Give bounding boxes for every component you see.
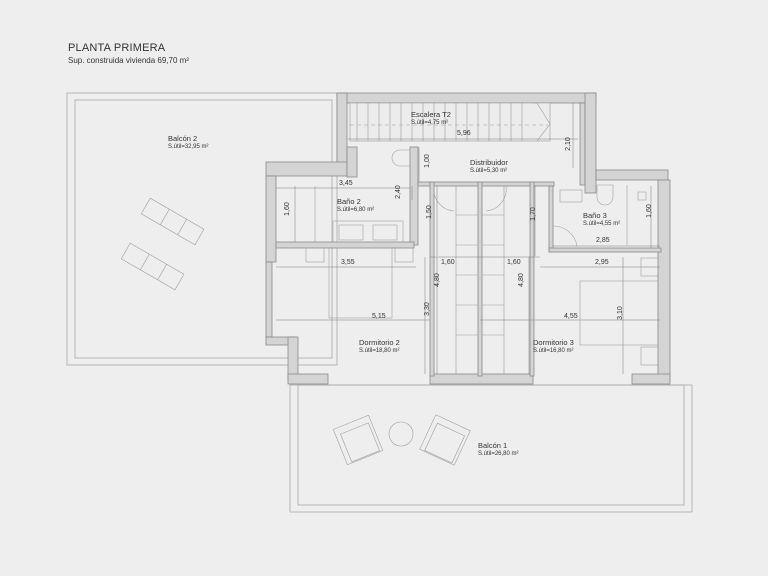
- dimension-lines: [276, 103, 660, 374]
- dim-dorm3-width-top: 2,95: [595, 259, 609, 266]
- dim-corridor-left-height: 1,50: [425, 205, 433, 219]
- armchair-1: [332, 414, 384, 466]
- room-label-bano-2: Baño 2 S.útil=6,80 m²: [337, 197, 375, 213]
- dim-corridor-left-width: 1,60: [441, 259, 455, 266]
- furniture: [120, 149, 659, 466]
- armchair-2: [419, 414, 471, 466]
- plan-subtitle: Sup. construida vivienda 69,70 m²: [68, 56, 189, 65]
- bed-dormitorio-2: [328, 247, 393, 319]
- toilet-2: [596, 184, 614, 206]
- room-label-balcon-1: Balcón 1 S.útil=26,80 m²: [478, 441, 519, 457]
- dim-bano2-width: 3,45: [339, 180, 353, 187]
- room-label-dormitorio-3: Dormitorio 3 S.útil=16,80 m²: [533, 338, 574, 354]
- toilet-1: [391, 149, 411, 167]
- dim-corridor-right-height: 1,70: [529, 207, 537, 221]
- room-label-escalera-t2: Escalera T2 S.útil=4,75 m²: [411, 110, 451, 126]
- dim-distribuidor-height: 1,00: [423, 154, 431, 168]
- dim-dorm2-width-top: 3,55: [341, 259, 355, 266]
- dim-bano2-height: 1,60: [283, 202, 291, 216]
- balcon-2-outline: [66, 92, 338, 366]
- room-label-balcon-2: Balcón 2 S.útil=32,95 m²: [168, 134, 209, 150]
- bano-2-vanity: [332, 220, 404, 243]
- walls: [265, 92, 671, 385]
- dim-dorm3-width-full: 4,55: [564, 313, 578, 320]
- sun-lounger-1: [140, 197, 205, 246]
- dim-corridor-right-width: 1,60: [507, 259, 521, 266]
- dim-dorm3-depth: 3,10: [616, 306, 624, 320]
- sun-lounger-2: [120, 242, 185, 291]
- dim-bano3-width: 2,85: [596, 237, 610, 244]
- plan-title-block: PLANTA PRIMERA Sup. construida vivienda …: [68, 42, 189, 66]
- room-label-bano-3: Baño 3 S.útil=4,55 m²: [583, 211, 621, 227]
- dim-bano3-height: 1,60: [645, 204, 653, 218]
- side-table: [388, 421, 414, 447]
- room-label-distribuidor: Distribuidor S.útil=5,30 m²: [470, 158, 508, 174]
- dim-bano2-door: 2,40: [394, 185, 402, 199]
- plan-title: PLANTA PRIMERA: [68, 42, 166, 54]
- dim-escalera-height: 2,10: [564, 137, 572, 151]
- dim-dorm2-total-depth: 4,80: [433, 273, 441, 287]
- dim-dorm2-depth: 3,30: [423, 302, 431, 316]
- dim-dorm2-width-full: 5,15: [372, 313, 386, 320]
- staircase: [349, 102, 551, 375]
- bed-dormitorio-3: [579, 280, 659, 346]
- dim-dorm3-total-depth: 4,80: [517, 273, 525, 287]
- dim-escalera-width: 5,96: [457, 130, 471, 137]
- room-label-dormitorio-2: Dormitorio 2 S.útil=18,80 m²: [359, 338, 400, 354]
